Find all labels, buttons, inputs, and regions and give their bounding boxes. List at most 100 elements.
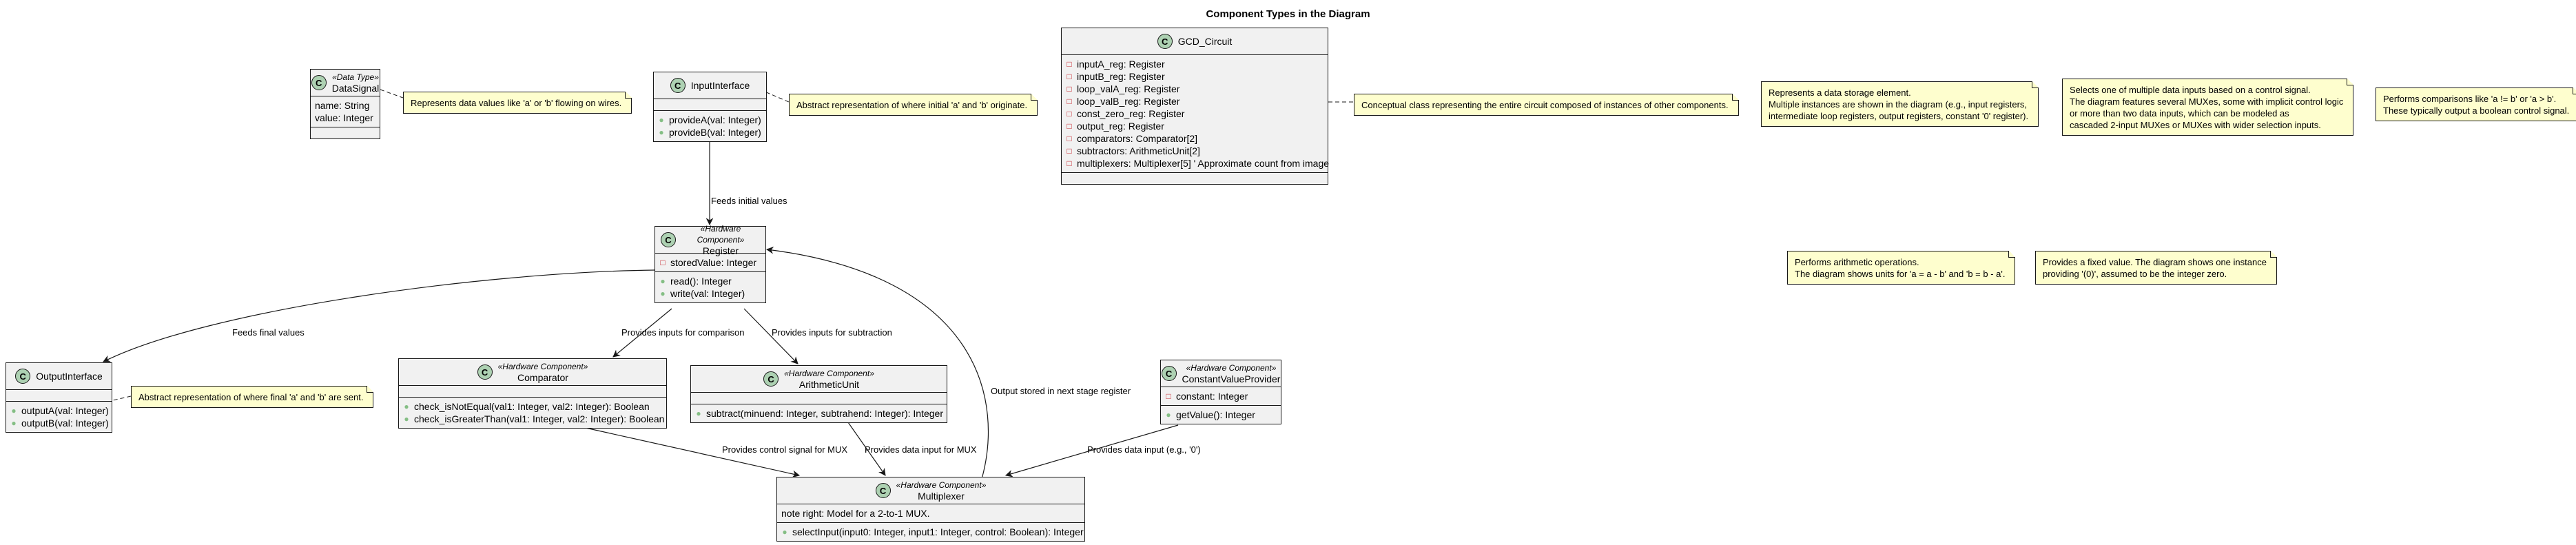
class-input-interface[interactable]: C InputInterface ●provideA(val: Integer)… <box>653 72 767 142</box>
method-row: ●outputA(val: Integer) <box>11 405 109 416</box>
class-data-signal[interactable]: C «Data Type» DataSignal name: String va… <box>310 69 380 139</box>
field-row: name: String <box>315 100 370 111</box>
methods-section <box>311 127 380 138</box>
methods-section: ●selectInput(input0: Integer, input1: In… <box>777 522 1084 541</box>
class-output-interface[interactable]: C OutputInterface ●outputA(val: Integer)… <box>6 362 112 433</box>
edge-label-inputs-subtraction: Provides inputs for subtraction <box>772 327 892 338</box>
field-row: □comparators: Comparator[2] <box>1067 133 1198 144</box>
class-name: Comparator <box>517 372 568 383</box>
class-header: C «Hardware Component» ArithmeticUnit <box>691 366 947 392</box>
method-row: ●subtract(minuend: Integer, subtrahend: … <box>696 408 943 419</box>
class-c-icon: C <box>1161 366 1177 381</box>
private-field-icon: □ <box>1067 96 1072 106</box>
edge-data-input-const <box>1004 424 1179 477</box>
fields-section: name: String value: Integer <box>311 96 380 127</box>
public-method-icon: ● <box>696 409 701 418</box>
class-header: C «Hardware Component» Comparator <box>399 359 666 385</box>
class-header: C OutputInterface <box>6 363 112 389</box>
class-c-icon: C <box>670 78 686 93</box>
note-register: Represents a data storage element. Multi… <box>1761 81 2039 127</box>
class-c-icon: C <box>661 232 676 247</box>
fields-section <box>691 392 947 404</box>
public-method-icon: ● <box>1166 410 1171 420</box>
class-arithmetic-unit[interactable]: C «Hardware Component» ArithmeticUnit ●s… <box>690 365 947 423</box>
public-method-icon: ● <box>11 418 17 428</box>
note-arithmetic-unit: Performs arithmetic operations. The diag… <box>1787 251 2016 285</box>
class-header: C «Hardware Component» Register <box>655 224 765 256</box>
class-c-icon: C <box>15 369 31 384</box>
note-connector <box>380 89 404 99</box>
field-row: □inputA_reg: Register <box>1067 59 1165 70</box>
method-row: ●selectInput(input0: Integer, input1: In… <box>782 526 1084 537</box>
methods-section: ●subtract(minuend: Integer, subtrahend: … <box>691 404 947 422</box>
class-c-icon: C <box>763 371 779 387</box>
class-c-icon: C <box>311 75 327 90</box>
class-gcd-circuit[interactable]: C GCD_Circuit □inputA_reg: Register □inp… <box>1061 28 1330 185</box>
private-field-icon: □ <box>1067 59 1072 69</box>
methods-section: ●provideA(val: Integer) ●provideB(val: I… <box>654 110 766 141</box>
note-input-interface: Abstract representation of where initial… <box>789 94 1038 116</box>
method-row: ●read(): Integer <box>660 276 732 287</box>
class-multiplexer[interactable]: C «Hardware Component» Multiplexer note … <box>776 477 1085 542</box>
private-field-icon: □ <box>1067 72 1072 81</box>
field-row: □inputB_reg: Register <box>1067 71 1165 82</box>
edge-control-signal <box>585 427 801 478</box>
field-row: □multiplexers: Multiplexer[5] ' Approxim… <box>1067 158 1330 169</box>
class-header: C «Data Type» DataSignal <box>311 70 380 96</box>
method-row: ●check_isGreaterThan(val1: Integer, val2… <box>404 413 665 424</box>
public-method-icon: ● <box>660 289 666 298</box>
method-row: ●check_isNotEqual(val1: Integer, val2: I… <box>404 401 650 412</box>
fields-section <box>399 385 666 397</box>
private-field-icon: □ <box>1166 391 1171 401</box>
field-row: □subtractors: ArithmeticUnit[2] <box>1067 145 1200 156</box>
fields-section: note right: Model for a 2-to-1 MUX. <box>777 504 1084 522</box>
fields-section: □storedValue: Integer <box>655 253 765 271</box>
method-row: ●outputB(val: Integer) <box>11 418 109 429</box>
public-method-icon: ● <box>404 414 409 424</box>
class-header: C «Hardware Component» ConstantValueProv… <box>1161 360 1281 387</box>
methods-section: ●getValue(): Integer <box>1161 405 1281 424</box>
public-method-icon: ● <box>404 402 409 411</box>
public-method-icon: ● <box>659 115 664 125</box>
method-row: ●getValue(): Integer <box>1166 409 1255 420</box>
class-name: GCD_Circuit <box>1177 36 1233 47</box>
class-header: C GCD_Circuit <box>1062 28 1328 54</box>
class-name: DataSignal <box>331 83 380 94</box>
class-constant-value-provider[interactable]: C «Hardware Component» ConstantValueProv… <box>1160 360 1281 424</box>
fields-section <box>6 389 112 401</box>
public-method-icon: ● <box>660 276 666 286</box>
stereotype: «Hardware Component» <box>784 369 874 378</box>
private-field-icon: □ <box>660 258 666 267</box>
private-field-icon: □ <box>1067 121 1072 131</box>
field-row: □loop_valB_reg: Register <box>1067 96 1180 107</box>
class-c-icon: C <box>1157 34 1173 49</box>
edge-label-feeds-final: Feeds final values <box>232 327 305 338</box>
class-register[interactable]: C «Hardware Component» Register □storedV… <box>655 224 766 303</box>
field-row: □output_reg: Register <box>1067 121 1164 132</box>
field-row: □constant: Integer <box>1166 391 1248 402</box>
note-data-signal: Represents data values like 'a' or 'b' f… <box>403 92 632 114</box>
edge-label-feeds-initial: Feeds initial values <box>711 196 787 206</box>
note-output-interface: Abstract representation of where final '… <box>131 386 374 408</box>
private-field-icon: □ <box>1067 146 1072 156</box>
methods-section: ●outputA(val: Integer) ●outputB(val: Int… <box>6 401 112 432</box>
public-method-icon: ● <box>11 406 17 415</box>
private-field-icon: □ <box>1067 158 1072 168</box>
note-gcd-circuit: Conceptual class representing the entire… <box>1354 94 1739 116</box>
diagram-title: Component Types in the Diagram <box>1206 8 1370 20</box>
class-name: InputInterface <box>690 80 750 91</box>
note-constant-value-provider: Provides a fixed value. The diagram show… <box>2035 251 2277 285</box>
class-comparator[interactable]: C «Hardware Component» Comparator ●check… <box>398 358 667 429</box>
field-row: □loop_valA_reg: Register <box>1067 83 1180 94</box>
class-name: Register <box>702 245 739 256</box>
edge-inputs-subtraction <box>743 308 798 364</box>
private-field-icon: □ <box>1067 134 1072 143</box>
class-c-icon: C <box>477 364 493 380</box>
class-name: ArithmeticUnit <box>798 379 860 390</box>
fields-section: □inputA_reg: Register □inputB_reg: Regis… <box>1062 54 1330 172</box>
public-method-icon: ● <box>659 127 664 137</box>
field-row: value: Integer <box>315 112 373 123</box>
class-name: OutputInterface <box>36 371 103 382</box>
class-name: ConstantValueProvider <box>1182 373 1281 384</box>
